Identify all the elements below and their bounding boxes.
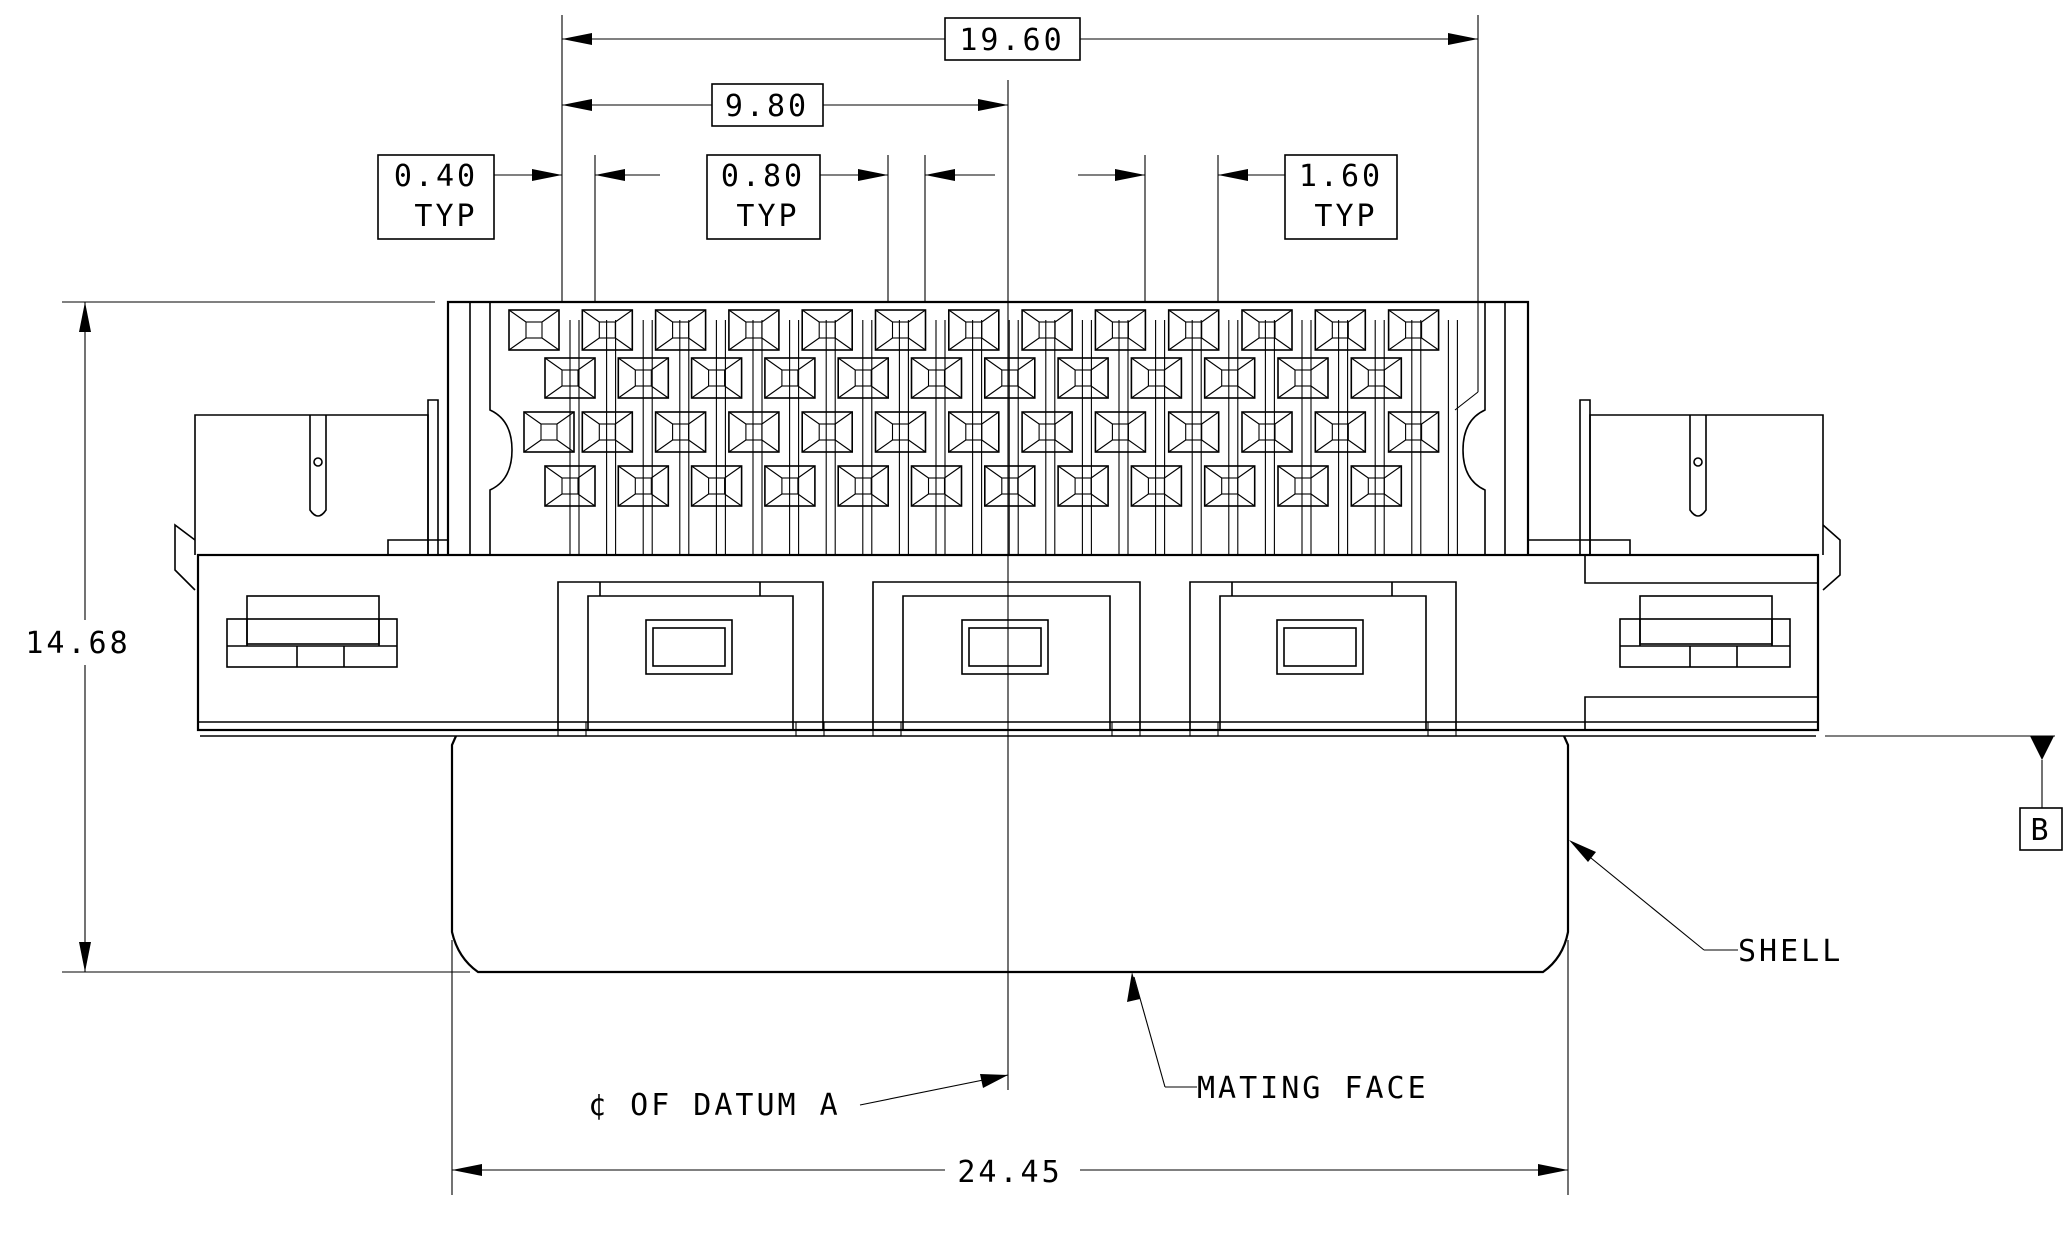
contact-cell <box>1094 309 1147 351</box>
contact-pin <box>1074 369 1092 387</box>
contact-pin <box>745 321 763 339</box>
contact-cell <box>874 309 927 351</box>
dim-24-45: 24.45 <box>957 1155 1062 1190</box>
contact-cell <box>947 411 1000 453</box>
contact-pin <box>1147 477 1165 495</box>
dim-19-60: 19.60 <box>959 23 1064 58</box>
contact-cell <box>654 309 707 351</box>
contact-pin <box>1001 369 1019 387</box>
dim-14-68: 14.68 <box>25 626 130 661</box>
contact-pin <box>1405 423 1423 441</box>
shell-callout: SHELL <box>1738 934 1843 969</box>
contact-pin <box>672 321 690 339</box>
contact-pin <box>525 321 543 339</box>
contact-cell <box>1241 309 1293 351</box>
contact-pin <box>1405 321 1423 339</box>
dim-0-80-typ: TYP <box>736 199 799 234</box>
dim-9-80: 9.80 <box>725 89 809 124</box>
contact-pin <box>598 423 616 441</box>
contact-cell <box>1203 465 1256 507</box>
contact-cell <box>1021 411 1073 453</box>
contact-cell <box>1094 411 1147 453</box>
connector-body-outline <box>174 300 1841 974</box>
contact-pin <box>745 423 763 441</box>
contact-pin <box>1294 369 1312 387</box>
contact-cell <box>1203 357 1256 399</box>
contact-pin <box>1258 321 1276 339</box>
contact-pin <box>672 423 690 441</box>
contact-pin <box>1185 321 1203 339</box>
contact-pin <box>965 423 983 441</box>
contact-cell <box>1277 465 1329 507</box>
dim-1-60-typ: TYP <box>1314 199 1377 234</box>
datum-b-label: B <box>2030 813 2051 848</box>
contact-cell <box>1167 309 1220 351</box>
contact-pin <box>1221 369 1239 387</box>
contact-cell <box>1350 465 1403 507</box>
mating-face-callout: MATING FACE <box>1197 1071 1429 1106</box>
contact-pin <box>891 321 910 339</box>
dim-0-40: 0.40 <box>394 159 478 194</box>
contact-cell <box>1387 411 1440 453</box>
contact-cell <box>523 411 575 453</box>
contact-pin <box>598 321 616 339</box>
contact-pin <box>1367 369 1385 387</box>
contact-cell <box>1130 357 1183 399</box>
contact-cell <box>1021 309 1073 351</box>
dim-1-60: 1.60 <box>1299 159 1383 194</box>
contact-cell <box>874 411 927 453</box>
contact-pin <box>1331 423 1349 441</box>
contact-pin <box>818 321 836 339</box>
contact-cell <box>728 309 780 351</box>
contact-cell <box>1277 357 1329 399</box>
contact-cell <box>983 357 1036 399</box>
contact-pin <box>1038 321 1056 339</box>
contact-cell <box>1057 465 1109 507</box>
contact-pin <box>1038 423 1056 441</box>
contact-pin <box>1111 423 1129 441</box>
contact-pin <box>1074 477 1092 495</box>
contact-pin <box>965 321 983 339</box>
contact-pin <box>1147 369 1165 387</box>
contact-cell <box>947 309 1000 351</box>
contact-cell <box>1314 309 1367 351</box>
contact-cell <box>581 411 634 453</box>
contact-cell <box>983 465 1036 507</box>
contact-array <box>508 309 1458 555</box>
contact-cell <box>508 309 560 351</box>
dimension-labels: 19.60 9.80 0.40 TYP 0.80 TYP 1.60 TYP 14… <box>25 23 2051 1190</box>
datum-a-callout: ¢ OF DATUM A <box>588 1088 841 1123</box>
contact-cell <box>1167 411 1220 453</box>
contact-cell <box>1130 465 1183 507</box>
contact-pin <box>1221 477 1239 495</box>
dimension-lines <box>62 15 2063 1195</box>
contact-cell <box>1241 411 1293 453</box>
contact-pin <box>1294 477 1312 495</box>
contact-pin <box>1111 321 1129 339</box>
dim-0-40-typ: TYP <box>414 199 477 234</box>
contact-cell <box>801 411 854 453</box>
contact-pin <box>1001 477 1019 495</box>
contact-pin <box>1367 477 1385 495</box>
contact-cell <box>801 309 854 351</box>
contact-cell <box>1387 309 1440 351</box>
contact-pin <box>891 423 910 441</box>
contact-pin <box>540 423 558 441</box>
contact-pin <box>1185 423 1203 441</box>
contact-cell <box>654 411 707 453</box>
contact-cell <box>728 411 780 453</box>
dim-0-80: 0.80 <box>721 159 805 194</box>
contact-cell <box>581 309 634 351</box>
contact-pin <box>818 423 836 441</box>
contact-pin <box>1331 321 1349 339</box>
contact-pin <box>1258 423 1276 441</box>
contact-cell <box>1350 357 1403 399</box>
contact-cell <box>1314 411 1367 453</box>
contact-cell <box>1057 357 1109 399</box>
